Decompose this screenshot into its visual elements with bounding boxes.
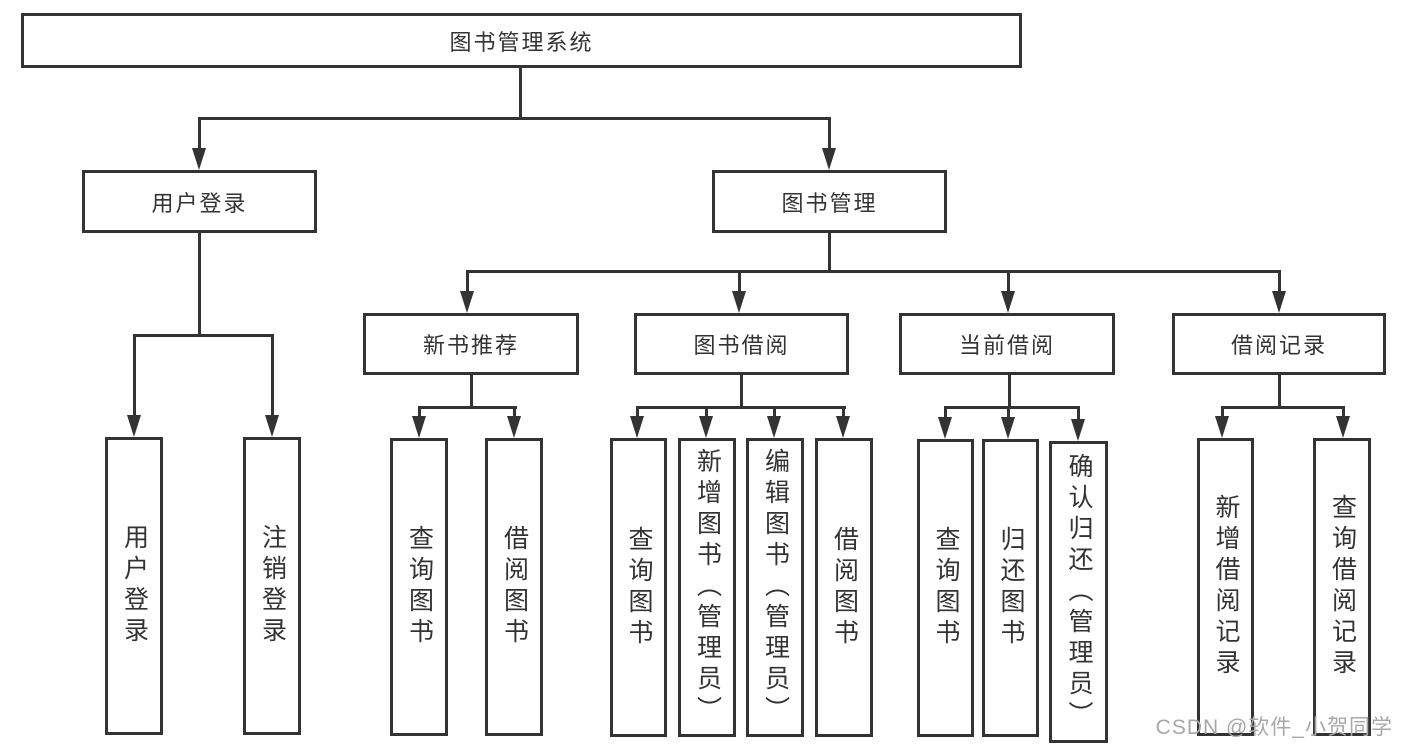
connector-line	[1008, 375, 1011, 409]
node-user-login: 用户登录	[105, 437, 163, 735]
node-query-books-recommend: 查询图书	[390, 438, 448, 736]
connector-line	[198, 117, 831, 120]
connector-line	[470, 375, 473, 409]
connector-line	[944, 406, 1080, 409]
node-user-login-group: 用户登录	[82, 170, 317, 233]
node-borrow-books: 借阅图书	[815, 438, 873, 737]
connector-line	[705, 406, 708, 420]
connector-line	[842, 406, 845, 420]
connector-line	[1221, 406, 1345, 409]
connector-line	[828, 233, 831, 273]
connector-line	[636, 406, 846, 409]
node-confirm-return-admin: 确认归还（管理员）	[1049, 441, 1108, 743]
arrow-down-icon	[1272, 291, 1286, 313]
node-borrow-records: 借阅记录	[1172, 313, 1386, 375]
arrow-down-icon	[1336, 416, 1350, 438]
connector-line	[513, 406, 516, 420]
arrow-down-icon	[127, 415, 141, 437]
connector-line	[198, 233, 201, 336]
connector-line	[1007, 406, 1010, 421]
arrow-down-icon	[767, 416, 781, 438]
connector-line	[1007, 270, 1010, 294]
connector-line	[738, 270, 741, 294]
connector-line	[740, 375, 743, 409]
arrow-down-icon	[630, 416, 644, 438]
connector-line	[466, 270, 1281, 273]
connector-line	[271, 334, 274, 417]
arrow-down-icon	[1071, 419, 1085, 441]
node-return-book: 归还图书	[982, 439, 1039, 737]
arrow-down-icon	[732, 291, 746, 313]
node-current-borrow: 当前借阅	[899, 313, 1115, 375]
arrow-down-icon	[1215, 416, 1229, 438]
connector-line	[418, 406, 421, 420]
connector-line	[773, 406, 776, 420]
node-logout: 注销登录	[243, 437, 301, 735]
connector-line	[198, 117, 201, 150]
connector-line	[1077, 406, 1080, 421]
arrow-down-icon	[507, 416, 521, 438]
arrow-down-icon	[822, 148, 836, 170]
arrow-down-icon	[1001, 417, 1015, 439]
connector-line	[944, 406, 947, 421]
arrow-down-icon	[938, 417, 952, 439]
arrow-down-icon	[412, 416, 426, 438]
connector-line	[1221, 406, 1224, 420]
connector-line	[133, 334, 274, 337]
arrow-down-icon	[265, 415, 279, 437]
node-book-management: 图书管理	[712, 170, 947, 233]
connector-line	[636, 406, 639, 420]
connector-line	[133, 334, 136, 417]
node-add-borrow-record: 新增借阅记录	[1197, 438, 1254, 736]
node-query-borrow-record: 查询借阅记录	[1313, 438, 1371, 736]
connector-line	[519, 68, 522, 120]
node-edit-book-admin: 编辑图书（管理员）	[746, 438, 804, 737]
node-query-books-current: 查询图书	[917, 439, 974, 737]
connector-line	[1278, 270, 1281, 294]
arrow-down-icon	[836, 416, 850, 438]
arrow-down-icon	[699, 416, 713, 438]
node-query-books-borrow: 查询图书	[610, 438, 667, 737]
arrow-down-icon	[460, 291, 474, 313]
node-new-book-recommend: 新书推荐	[363, 313, 579, 375]
node-book-borrow: 图书借阅	[634, 313, 849, 375]
csdn-watermark: CSDN @软件_小贺同学	[1155, 716, 1393, 739]
arrow-down-icon	[192, 148, 206, 170]
connector-line	[1342, 406, 1345, 420]
connector-line	[418, 406, 517, 409]
node-borrow-books-recommend: 借阅图书	[485, 438, 543, 736]
connector-line	[1278, 375, 1281, 409]
connector-line	[466, 270, 469, 294]
node-add-book-admin: 新增图书（管理员）	[678, 438, 736, 737]
connector-line	[828, 117, 831, 150]
arrow-down-icon	[1001, 291, 1015, 313]
node-library-system: 图书管理系统	[21, 13, 1022, 68]
